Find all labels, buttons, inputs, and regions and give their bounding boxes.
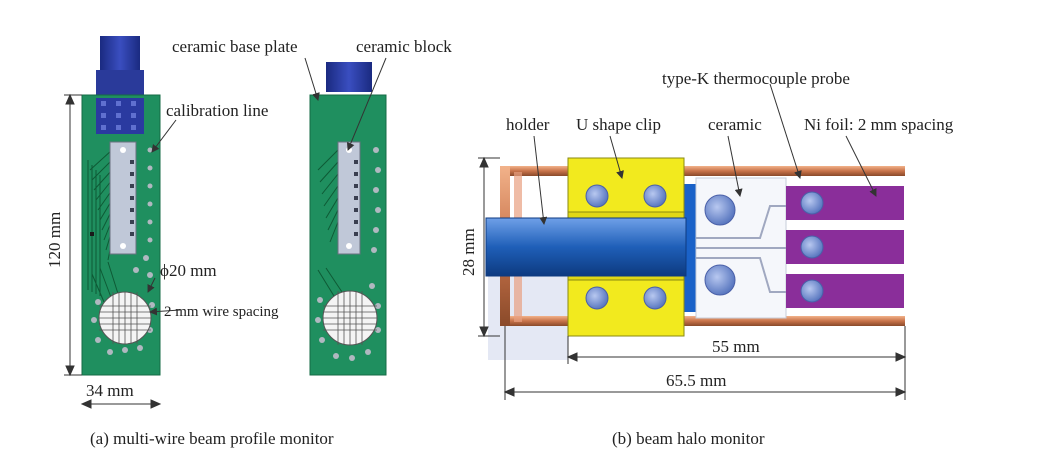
pcb-board-right: [309, 62, 387, 376]
label-ceramic: ceramic: [708, 115, 762, 134]
pcb-vias-left: [91, 147, 155, 355]
caption-panel-a: (a) multi-wire beam profile monitor: [90, 429, 334, 448]
label-holder: holder: [506, 115, 550, 134]
ni-foils: [786, 186, 904, 308]
dimension-28mm-label: 28 mm: [459, 228, 478, 276]
label-wire-spacing: 2 mm wire spacing: [164, 304, 279, 320]
label-calibration-line: calibration line: [166, 101, 268, 120]
dimension-55mm: [566, 326, 907, 400]
dimension-120mm: [64, 93, 82, 377]
label-ceramic-base-plate: ceramic base plate: [172, 37, 298, 56]
holder-tube: [485, 217, 687, 277]
leaders-panel-a: [147, 57, 387, 316]
dimension-28mm: [478, 156, 500, 338]
wire-mesh-left: [98, 291, 152, 345]
ceramic-part: [695, 177, 800, 319]
label-u-clip: U shape clip: [576, 115, 661, 134]
label-ceramic-block: ceramic block: [356, 37, 452, 56]
dimension-65mm-label: 65.5 mm: [666, 371, 726, 390]
dimension-34mm-label: 34 mm: [86, 381, 134, 400]
panel-a: 120 mm 34 mm ceramic base plate ceramic …: [45, 36, 452, 448]
connector-right: [326, 62, 372, 92]
pcb-board-left: [81, 36, 161, 376]
connector-left-base: [96, 70, 144, 98]
dimension-34mm: [80, 399, 162, 409]
wire-mesh-right: [322, 290, 378, 346]
dimension-55mm-label: 55 mm: [712, 337, 760, 356]
caption-panel-b: (b) beam halo monitor: [612, 429, 765, 448]
ceramic-block-right: [337, 141, 361, 255]
dimension-65mm: [503, 326, 907, 400]
leaders-panel-b: [533, 83, 877, 225]
label-ni-foil: Ni foil: 2 mm spacing: [804, 115, 954, 134]
pcb-traces-right: [317, 149, 343, 297]
label-phi-20mm: ϕ20 mm: [160, 261, 217, 280]
ceramic-block-pins-left: [130, 160, 134, 236]
pcb-vias-right: [315, 147, 381, 361]
label-thermocouple: type-K thermocouple probe: [662, 69, 850, 88]
blue-plate: [682, 184, 696, 312]
dimension-120mm-label: 120 mm: [45, 212, 64, 268]
panel-b: 28 mm 55 mm 65.5 mm type-K thermocouple …: [459, 69, 954, 448]
connector-pins-left: [101, 101, 136, 130]
ceramic-block-pins-right: [354, 160, 358, 236]
